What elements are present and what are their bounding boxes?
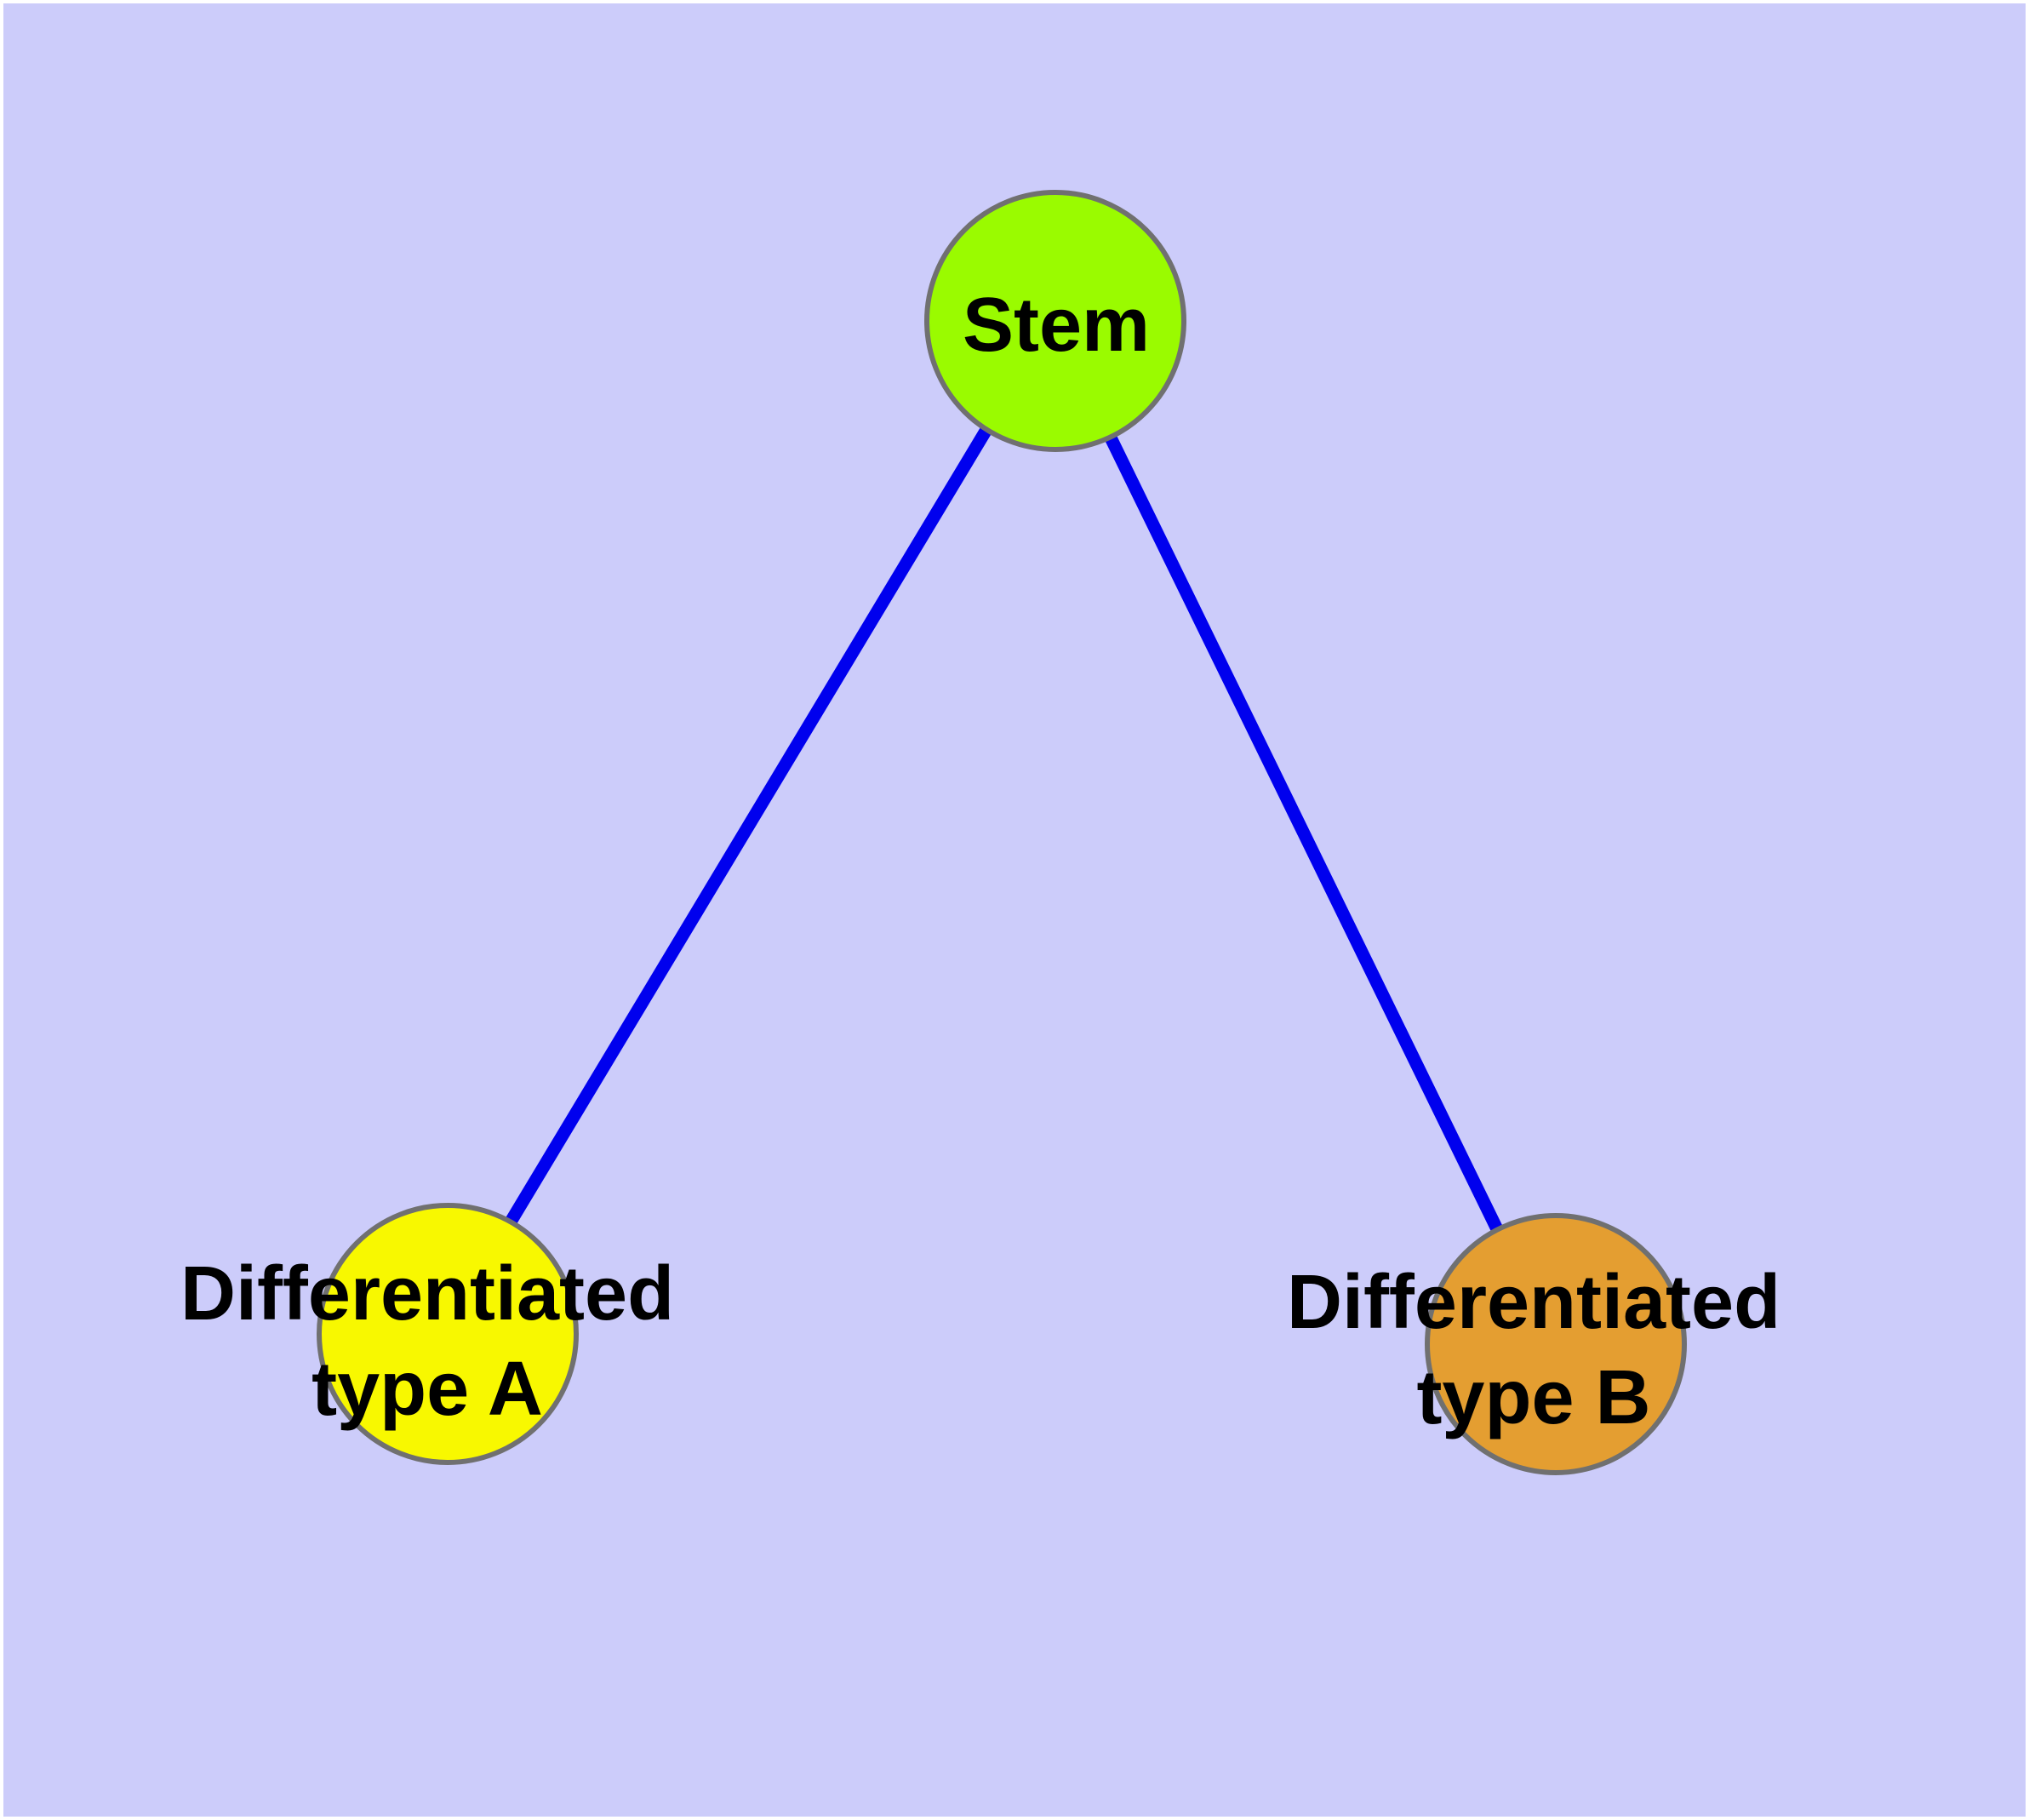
node-label-line: Differentiated (180, 1251, 675, 1336)
node-label-differentiated-type-b: Differentiated type B (1287, 1255, 1780, 1445)
edge-stem-to-type-b (1046, 312, 1559, 1349)
node-label-line: type B (1416, 1355, 1651, 1440)
diagram-canvas: Stem Differentiated type A Differentiate… (3, 3, 2026, 1817)
node-stem (924, 190, 1186, 452)
node-label-line: Differentiated (1286, 1260, 1781, 1345)
node-differentiated-type-b (1425, 1213, 1687, 1475)
node-differentiated-type-a (317, 1203, 579, 1465)
node-label-differentiated-type-a: Differentiated type A (180, 1246, 674, 1437)
edge-stem-to-type-a (437, 312, 1060, 1339)
node-label-line: type A (311, 1347, 543, 1432)
edges-layer (437, 312, 1559, 1349)
node-label-stem: Stem (962, 283, 1151, 368)
